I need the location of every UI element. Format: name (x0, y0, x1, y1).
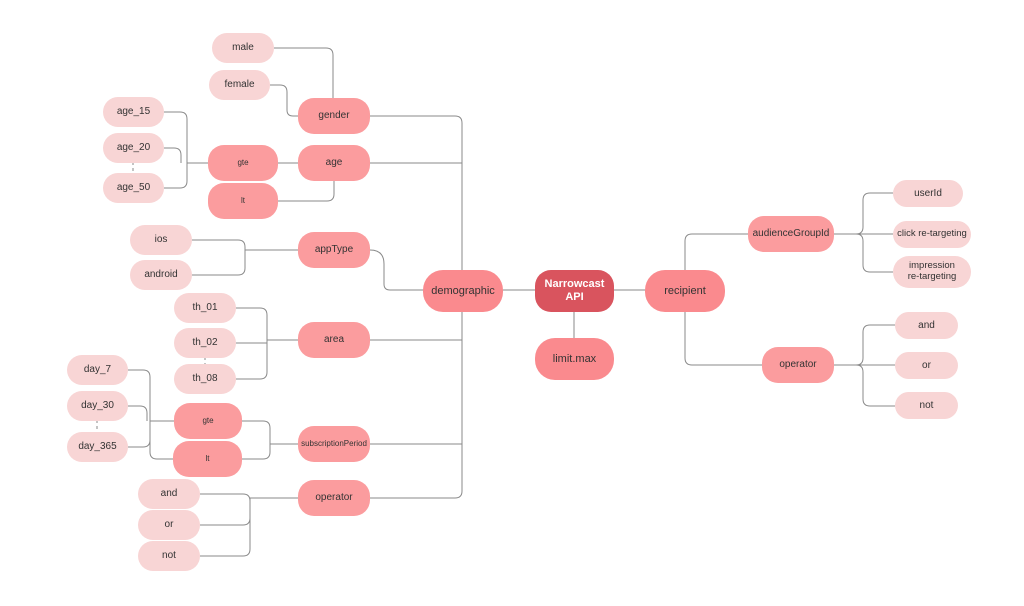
node-demographic-and[interactable]: and (138, 479, 200, 509)
node-day-30[interactable]: day_30 (67, 391, 128, 421)
edge-ropr-and (834, 324, 895, 366)
node-impression-retargeting[interactable]: impression re-targeting (893, 256, 971, 288)
edge-day365 (128, 421, 151, 448)
edge-operator-and (200, 493, 298, 502)
node-area-th01[interactable]: th_01 (174, 293, 236, 323)
edge-age50 (164, 163, 188, 189)
edge-ropr-not (834, 364, 895, 407)
node-recipient-or[interactable]: or (895, 352, 958, 379)
node-audiencegroupid[interactable]: audienceGroupId (748, 216, 834, 252)
node-age-15[interactable]: age_15 (103, 97, 164, 127)
node-age-gte[interactable]: gte (208, 145, 278, 181)
node-userid[interactable]: userId (893, 180, 963, 207)
node-age-20[interactable]: age_20 (103, 133, 164, 163)
node-age-lt[interactable]: lt (208, 183, 278, 219)
edge-area-th01 (236, 307, 298, 341)
edge-demographic-apptype (369, 249, 423, 291)
node-apptype[interactable]: appType (298, 232, 370, 268)
node-subscriptionperiod[interactable]: subscriptionPeriod (298, 426, 370, 462)
node-demographic-not[interactable]: not (138, 541, 200, 571)
edge-operator-or (200, 498, 251, 526)
edge-age15 (164, 111, 208, 164)
node-recipient-and[interactable]: and (895, 312, 958, 339)
node-recipient-not[interactable]: not (895, 392, 958, 419)
edge-audience-impression (834, 233, 893, 273)
node-narrowcast-api[interactable]: Narrowcast API (535, 270, 614, 312)
edge-day7-lt (149, 421, 173, 460)
edge-audience-userid (834, 192, 893, 235)
node-subscription-lt[interactable]: lt (173, 441, 242, 477)
node-area-th02[interactable]: th_02 (174, 328, 236, 358)
node-area-th08[interactable]: th_08 (174, 364, 236, 394)
node-demographic[interactable]: demographic (423, 270, 503, 312)
node-apptype-android[interactable]: android (130, 260, 192, 290)
edge-demographic-operator (370, 290, 463, 499)
node-demographic-operator[interactable]: operator (298, 480, 370, 516)
edge-apptype-android (192, 250, 246, 276)
node-recipient[interactable]: recipient (645, 270, 725, 312)
edge-age-lt (278, 181, 335, 202)
edge-day30 (128, 405, 148, 421)
node-click-retargeting[interactable]: click re-targeting (893, 221, 971, 248)
node-age[interactable]: age (298, 145, 370, 181)
edge-demographic-gender (370, 115, 463, 291)
node-day-365[interactable]: day_365 (67, 432, 128, 462)
edge-area-th08 (236, 340, 268, 380)
edge-recipient-audience (684, 233, 748, 270)
node-subscription-gte[interactable]: gte (174, 403, 242, 439)
edge-gender-female (270, 84, 298, 117)
edge-age20 (164, 147, 182, 163)
node-area[interactable]: area (298, 322, 370, 358)
node-demographic-or[interactable]: or (138, 510, 200, 540)
edge-subscription-gte (242, 420, 298, 445)
node-recipient-operator[interactable]: operator (762, 347, 834, 383)
node-day-7[interactable]: day_7 (67, 355, 128, 385)
node-gender-female[interactable]: female (209, 70, 270, 100)
edge-apptype-ios (192, 239, 298, 251)
node-age-50[interactable]: age_50 (103, 173, 164, 203)
node-gender-male[interactable]: male (212, 33, 274, 63)
node-gender[interactable]: gender (298, 98, 370, 134)
edge-operator-not (200, 498, 251, 557)
edge-subscription-lt (242, 444, 271, 460)
edge-recipient-operator (684, 310, 762, 366)
edge-day7 (128, 369, 174, 422)
node-apptype-ios[interactable]: ios (130, 225, 192, 255)
edge-gender-male (274, 47, 334, 98)
node-limit-max[interactable]: limit.max (535, 338, 614, 380)
